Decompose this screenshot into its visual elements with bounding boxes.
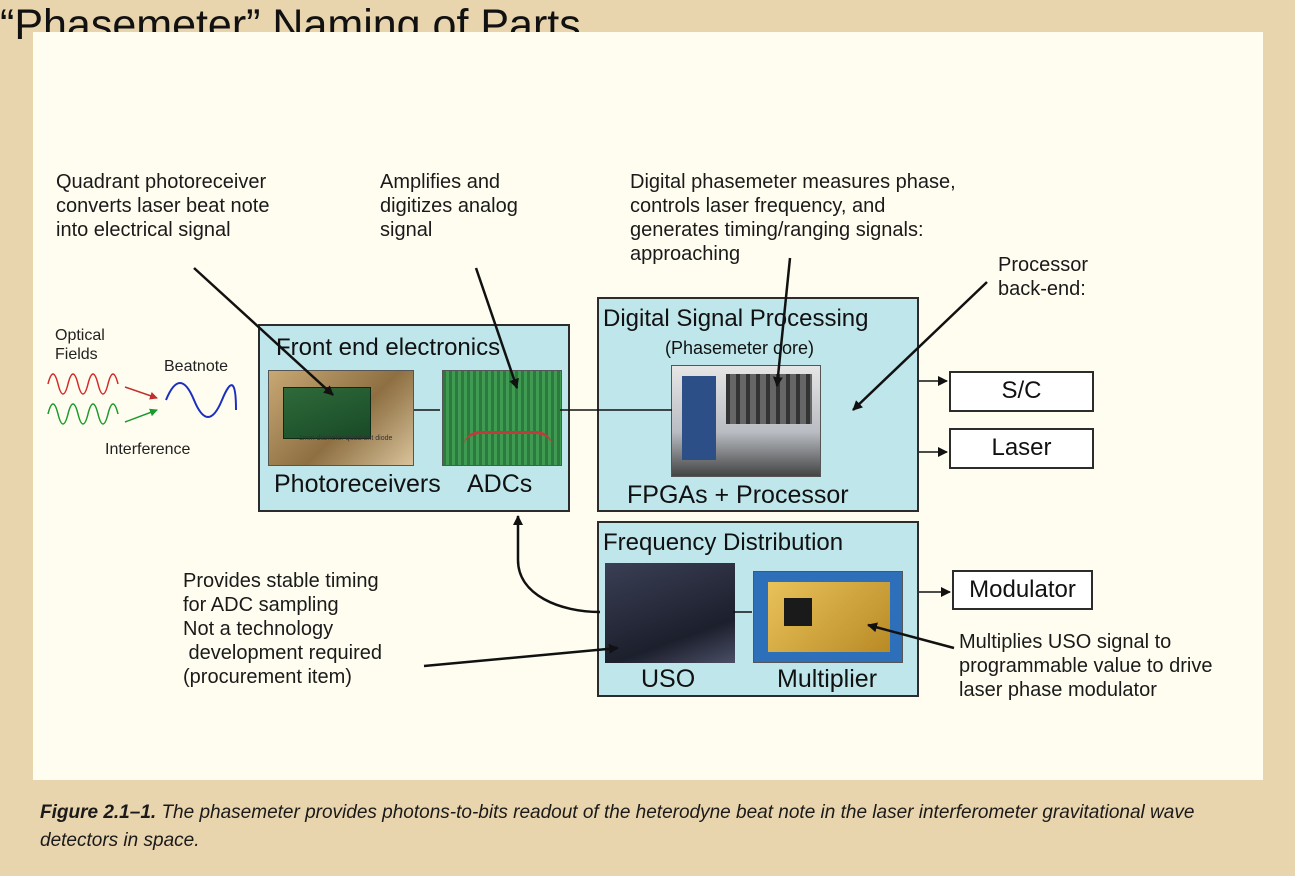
interference-label: Interference — [105, 441, 191, 458]
dsp-footer: FPGAs + Processor — [627, 481, 849, 509]
processor-pointer — [852, 281, 988, 411]
pxi-cables-image — [726, 374, 812, 424]
multiplier-pointer — [867, 622, 955, 650]
beatnote-wave — [165, 382, 237, 418]
figure-label: Figure 2.1–1. — [40, 802, 157, 823]
photoreceiver-annotation: Quadrant photoreceiver converts laser be… — [56, 171, 270, 241]
uso-to-adc-arrow — [513, 515, 601, 614]
photoreceiver-pointer — [193, 267, 334, 396]
processor-annotation: Processor back-end: — [998, 254, 1089, 300]
photoreceiver-photo: 1mm diameter quadrant diode — [268, 370, 414, 466]
front-end-header: Front end electronics — [276, 334, 501, 361]
uso-annotation: Provides stable timing for ADC sampling … — [183, 570, 383, 688]
beatnote-label: Beatnote — [164, 358, 229, 375]
output-sc: S/C — [949, 371, 1094, 412]
caption-text: The phasemeter provides photons-to-bits … — [40, 802, 1195, 851]
dsp-box: Digital Signal Processing (Phasemeter co… — [597, 297, 919, 512]
freq-dist-header: Frequency Distribution — [603, 529, 844, 556]
photoreceivers-label: Photoreceivers — [274, 470, 441, 498]
multiplier-chip-image — [784, 598, 812, 626]
pxi-chassis-photo — [671, 365, 821, 477]
optical-fields-label: Optical Fields — [55, 327, 105, 363]
adc-pointer — [474, 267, 519, 389]
adc-cable-image — [463, 431, 553, 448]
optical-wave-green — [47, 403, 119, 425]
phasemeter-pointer — [772, 257, 792, 387]
adcs-label: ADCs — [467, 470, 533, 498]
adc-annotation: Amplifies and digitizes analog signal — [380, 171, 518, 241]
photo-caption: 1mm diameter quadrant diode — [299, 435, 393, 442]
optical-wave-red — [47, 373, 119, 395]
multiplier-photo — [753, 571, 903, 663]
phasemeter-annotation: Digital phasemeter measures phase, contr… — [630, 171, 956, 265]
output-modulator: Modulator — [952, 570, 1093, 610]
front-end-box: Front end electronics Photoreceivers ADC… — [258, 324, 570, 512]
pxi-controller-image — [682, 376, 716, 460]
multiplier-label: Multiplier — [777, 665, 878, 693]
uso-pointer — [423, 643, 619, 668]
adc-board-photo — [442, 370, 562, 466]
dsp-subheader: (Phasemeter core) — [665, 338, 815, 358]
figure-caption: Figure 2.1–1. The phasemeter provides ph… — [40, 799, 1265, 855]
uso-label: USO — [641, 665, 696, 693]
dsp-header: Digital Signal Processing — [603, 305, 869, 332]
output-laser: Laser — [949, 428, 1094, 469]
red-to-beat-arrow — [124, 386, 158, 400]
uso-photo — [605, 563, 735, 663]
multiplier-annotation: Multiplies USO signal to programmable va… — [959, 631, 1213, 701]
green-to-beat-arrow — [124, 408, 158, 423]
frequency-distribution-box: Frequency Distribution USO Multiplier — [597, 521, 919, 697]
